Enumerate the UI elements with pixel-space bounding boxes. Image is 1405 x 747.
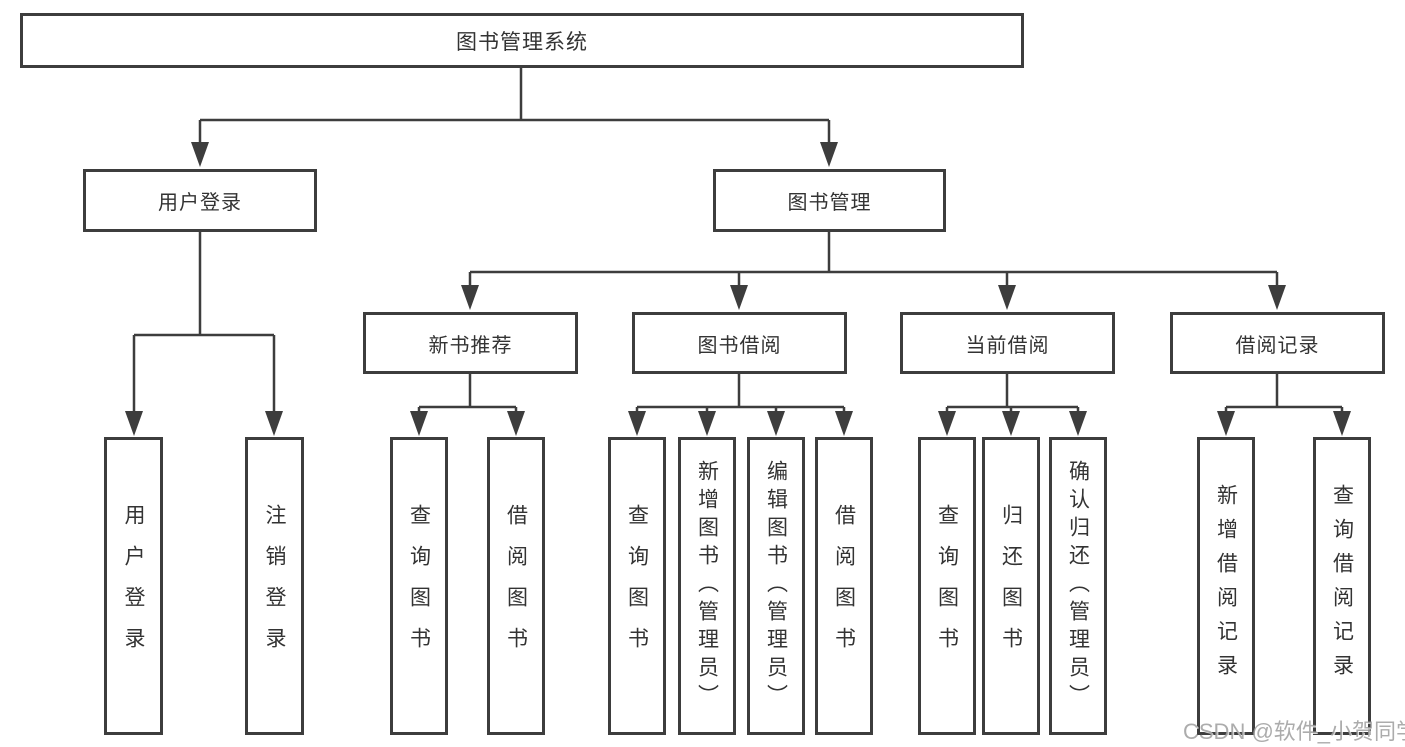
- leaf-cb-return-books: 归还图书: [982, 437, 1040, 735]
- leaf-logout-label: 注销登录: [263, 504, 286, 668]
- leaf-bb-query-books: 查询图书: [608, 437, 666, 735]
- leaf-bb-borrow-books: 借阅图书: [815, 437, 873, 735]
- leaf-cb-query-books-label: 查询图书: [935, 504, 959, 668]
- node-borrow-records: 借阅记录: [1170, 312, 1385, 374]
- leaf-cb-return-books-label: 归还图书: [999, 504, 1023, 668]
- leaf-nbr-query-books-label: 查询图书: [407, 504, 431, 668]
- leaf-br-query-record-label: 查询借阅记录: [1330, 484, 1354, 688]
- arrowhead-icons: [125, 142, 1351, 436]
- leaf-cb-confirm-return-admin-label: 确认归还（管理员）: [1066, 460, 1090, 712]
- node-current-borrow: 当前借阅: [900, 312, 1115, 374]
- leaf-user-login-label: 用户登录: [122, 504, 145, 668]
- leaf-bb-add-books-admin: 新增图书（管理员）: [678, 437, 736, 735]
- leaf-nbr-borrow-books: 借阅图书: [487, 437, 545, 735]
- leaf-cb-confirm-return-admin: 确认归还（管理员）: [1049, 437, 1107, 735]
- leaf-bb-edit-books-admin-label: 编辑图书（管理员）: [764, 460, 788, 712]
- leaf-bb-edit-books-admin: 编辑图书（管理员）: [747, 437, 805, 735]
- leaf-br-add-record-label: 新增借阅记录: [1214, 484, 1238, 688]
- leaf-nbr-query-books: 查询图书: [390, 437, 448, 735]
- leaf-logout: 注销登录: [245, 437, 304, 735]
- node-book-management-label: 图书管理: [787, 192, 872, 214]
- node-new-book-recommend-label: 新书推荐: [428, 334, 513, 357]
- node-book-borrow-label: 图书借阅: [697, 334, 782, 357]
- node-current-borrow-label: 当前借阅: [965, 334, 1050, 357]
- node-borrow-records-label: 借阅记录: [1235, 334, 1320, 357]
- node-root: 图书管理系统: [20, 13, 1024, 68]
- leaf-cb-query-books: 查询图书: [918, 437, 976, 735]
- leaf-br-add-record: 新增借阅记录: [1197, 437, 1255, 735]
- leaf-bb-add-books-admin-label: 新增图书（管理员）: [695, 460, 719, 712]
- node-book-management: 图书管理: [713, 169, 946, 232]
- node-root-label: 图书管理系统: [456, 30, 588, 54]
- leaf-bb-query-books-label: 查询图书: [625, 504, 649, 668]
- leaf-nbr-borrow-books-label: 借阅图书: [504, 504, 528, 668]
- node-user-login: 用户登录: [83, 169, 317, 232]
- node-book-borrow: 图书借阅: [632, 312, 847, 374]
- node-new-book-recommend: 新书推荐: [363, 312, 578, 374]
- leaf-br-query-record: 查询借阅记录: [1313, 437, 1371, 735]
- leaf-user-login: 用户登录: [104, 437, 163, 735]
- leaf-bb-borrow-books-label: 借阅图书: [832, 504, 856, 668]
- node-user-login-label: 用户登录: [158, 192, 242, 214]
- watermark: CSDN @软件_小贺同学: [1183, 719, 1405, 744]
